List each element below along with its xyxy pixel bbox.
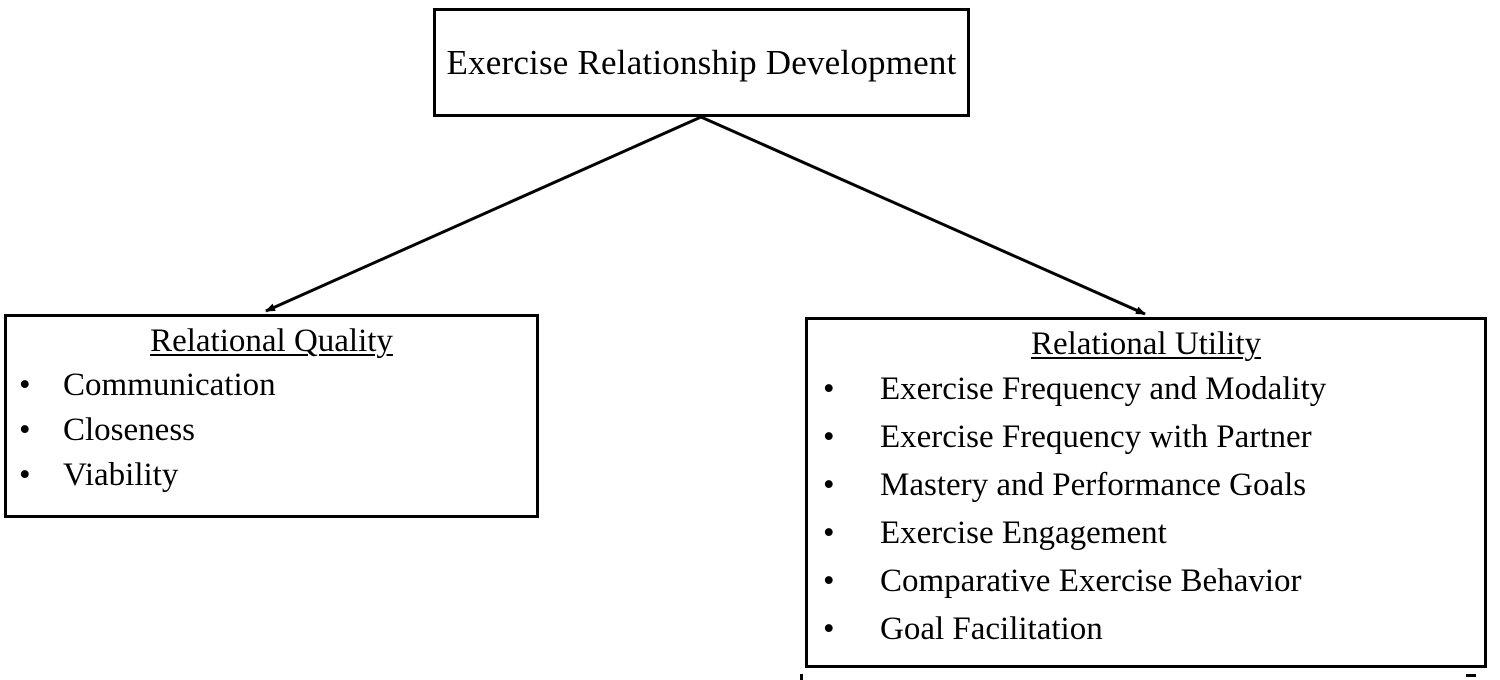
list-item-label: Exercise Frequency with Partner	[880, 419, 1312, 455]
page-edge-tick-mark-left	[800, 674, 803, 680]
branch-heading-relational-quality: Relational Quality	[7, 317, 536, 361]
list-item: • Comparative Exercise Behavior	[818, 557, 1484, 605]
list-item: • Goal Facilitation	[818, 605, 1484, 653]
bullet-icon: •	[823, 467, 835, 503]
list-item: • Communication	[15, 363, 536, 408]
list-item-label: Communication	[63, 367, 276, 403]
branch-item-list-relational-quality: • Communication • Closeness • Viability	[15, 363, 536, 498]
branch-heading-label: Relational Utility	[1030, 326, 1262, 362]
list-item-label: Mastery and Performance Goals	[880, 467, 1307, 503]
bullet-icon: •	[19, 367, 31, 403]
bullet-icon: •	[19, 457, 31, 493]
page-edge-tick-mark	[1466, 674, 1476, 677]
bullet-icon: •	[823, 611, 835, 647]
list-item-label: Goal Facilitation	[880, 611, 1103, 647]
connector-root-to-relational-utility	[700, 115, 1146, 316]
list-item-label: Viability	[63, 457, 179, 493]
list-item: • Exercise Engagement	[818, 509, 1484, 557]
list-item: • Mastery and Performance Goals	[818, 461, 1484, 509]
root-node-box: Exercise Relationship Development	[433, 8, 970, 117]
list-item-label: Exercise Engagement	[880, 515, 1167, 551]
list-item: • Closeness	[15, 408, 536, 453]
bullet-icon: •	[823, 419, 835, 455]
branch-node-relational-quality: Relational Quality • Communication • Clo…	[4, 314, 539, 518]
branch-heading-relational-utility: Relational Utility	[808, 320, 1484, 364]
connector-root-to-relational-quality	[265, 115, 702, 313]
root-node-title: Exercise Relationship Development	[446, 42, 957, 82]
bullet-icon: •	[823, 371, 835, 407]
branch-item-list-relational-utility: • Exercise Frequency and Modality • Exer…	[818, 365, 1484, 653]
list-item: • Exercise Frequency with Partner	[818, 413, 1484, 461]
list-item-label: Comparative Exercise Behavior	[880, 563, 1302, 599]
list-item: • Viability	[15, 453, 536, 498]
bullet-icon: •	[19, 412, 31, 448]
bullet-icon: •	[823, 563, 835, 599]
branch-node-relational-utility: Relational Utility • Exercise Frequency …	[805, 317, 1487, 668]
list-item-label: Closeness	[63, 412, 195, 448]
bullet-icon: •	[823, 515, 835, 551]
branch-heading-label: Relational Quality	[150, 323, 393, 359]
list-item-label: Exercise Frequency and Modality	[880, 371, 1327, 407]
list-item: • Exercise Frequency and Modality	[818, 365, 1484, 413]
